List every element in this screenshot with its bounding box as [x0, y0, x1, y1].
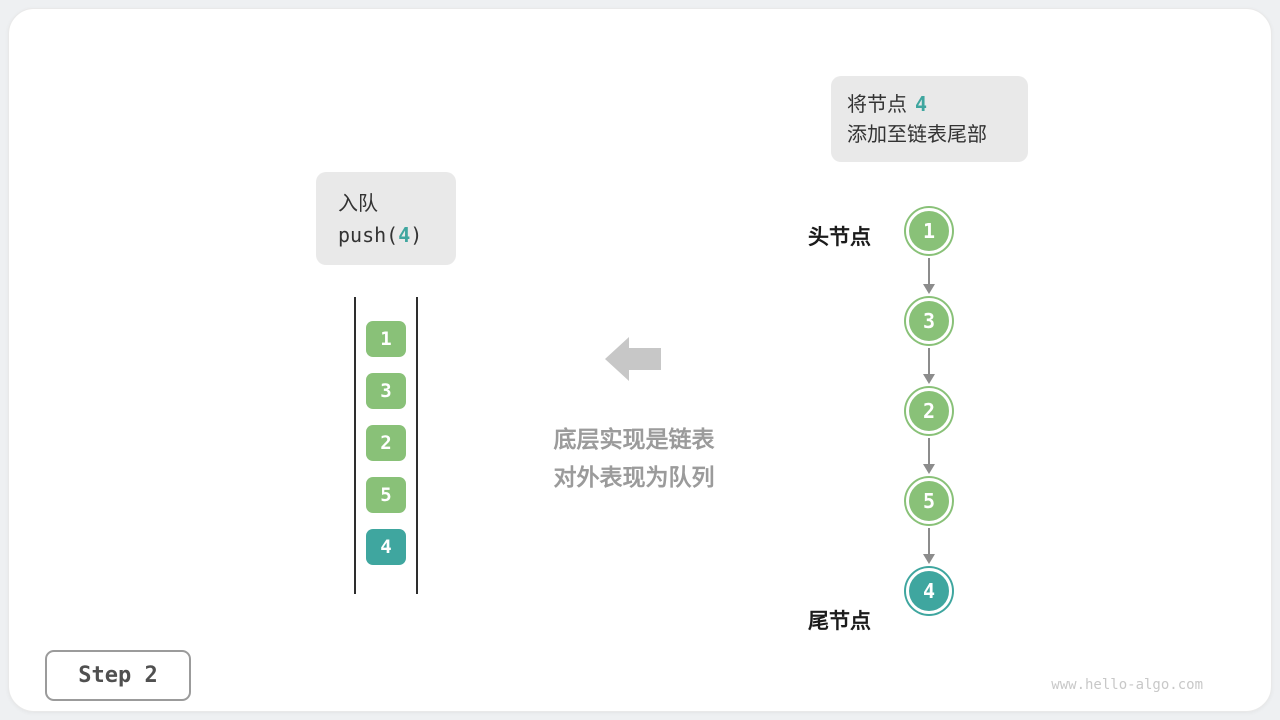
- caption-line-1: 底层实现是链表: [553, 427, 715, 453]
- link-arrow-down-icon: [923, 438, 935, 474]
- watermark: www.hello-algo.com: [1051, 677, 1203, 693]
- step-badge: Step 2: [45, 650, 191, 701]
- list-node: 2: [906, 388, 952, 434]
- tail-node-label: 尾节点: [808, 609, 871, 633]
- queue-item: 5: [366, 477, 406, 513]
- queue-items: 1 3 2 5 4: [366, 321, 406, 565]
- queue-item: 3: [366, 373, 406, 409]
- head-node-label: 头节点: [808, 225, 871, 249]
- annotation-line-2: 添加至链表尾部: [847, 122, 987, 146]
- list-node: 1: [906, 208, 952, 254]
- operation-box: 入队 push(4): [316, 172, 456, 265]
- caption-line-2: 对外表现为队列: [553, 465, 715, 491]
- queue-wall-left: [354, 297, 356, 594]
- caption: 底层实现是链表 对外表现为队列: [474, 421, 794, 497]
- queue-item: 1: [366, 321, 406, 357]
- annotation-line-1: 将节点 4: [847, 89, 1012, 119]
- list-node: 5: [906, 478, 952, 524]
- code-suffix: ): [410, 223, 423, 247]
- left-arrow-icon: [605, 337, 661, 381]
- list-node: 4: [906, 568, 952, 614]
- operation-code: push(4): [338, 219, 434, 251]
- code-prefix: push(: [338, 223, 399, 247]
- queue-item: 4: [366, 529, 406, 565]
- annotation-text: 将节点: [847, 92, 907, 116]
- annotation-value: 4: [915, 92, 928, 116]
- code-value: 4: [398, 223, 411, 247]
- annotation-box: 将节点 4 添加至链表尾部: [831, 76, 1028, 162]
- operation-title: 入队: [338, 191, 378, 215]
- linked-list: 1 3 2 5 4: [903, 208, 955, 614]
- list-node: 3: [906, 298, 952, 344]
- link-arrow-down-icon: [923, 348, 935, 384]
- queue-wall-right: [416, 297, 418, 594]
- link-arrow-down-icon: [923, 258, 935, 294]
- queue-item: 2: [366, 425, 406, 461]
- link-arrow-down-icon: [923, 528, 935, 564]
